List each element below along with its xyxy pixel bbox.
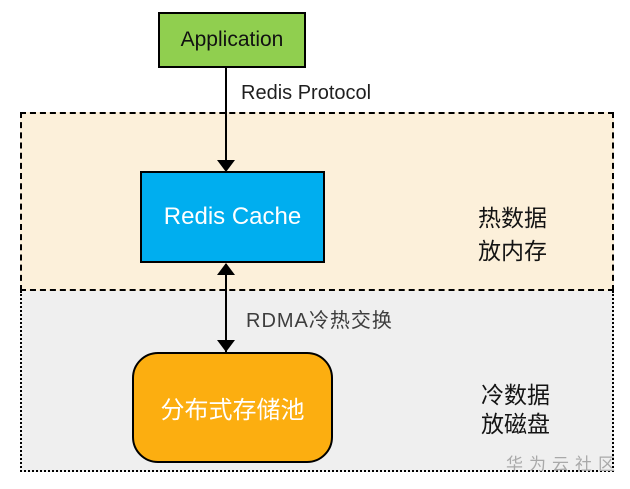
cold-note-line1: 冷数据 — [481, 383, 550, 409]
hot-data-note: 热数据 放内存 — [478, 203, 547, 269]
application-node: Application — [158, 12, 306, 68]
arrow-cache-to-pool-line — [225, 264, 227, 352]
rdma-swap-label: RDMA冷热交换 — [246, 310, 393, 332]
redis-cache-label: Redis Cache — [163, 203, 302, 230]
redis-cache-node: Redis Cache — [140, 171, 325, 263]
watermark-huaweicloud-community: 华为云社区 — [506, 455, 621, 475]
cold-data-note: 冷数据 放磁盘 — [481, 382, 550, 440]
cold-note-line2: 放磁盘 — [481, 412, 550, 438]
arrow-app-to-cache-line — [225, 68, 227, 162]
storage-pool-label: 分布式存储池 — [160, 396, 305, 424]
application-label: Application — [180, 28, 284, 51]
arrowhead-down-icon — [217, 340, 235, 352]
arrowhead-down-icon — [217, 160, 235, 172]
redis-protocol-label: Redis Protocol — [241, 82, 372, 104]
storage-pool-node: 分布式存储池 — [132, 352, 333, 463]
hot-note-line2: 放内存 — [478, 239, 547, 265]
hot-note-line1: 热数据 — [478, 206, 547, 232]
arrowhead-up-icon — [217, 263, 235, 275]
